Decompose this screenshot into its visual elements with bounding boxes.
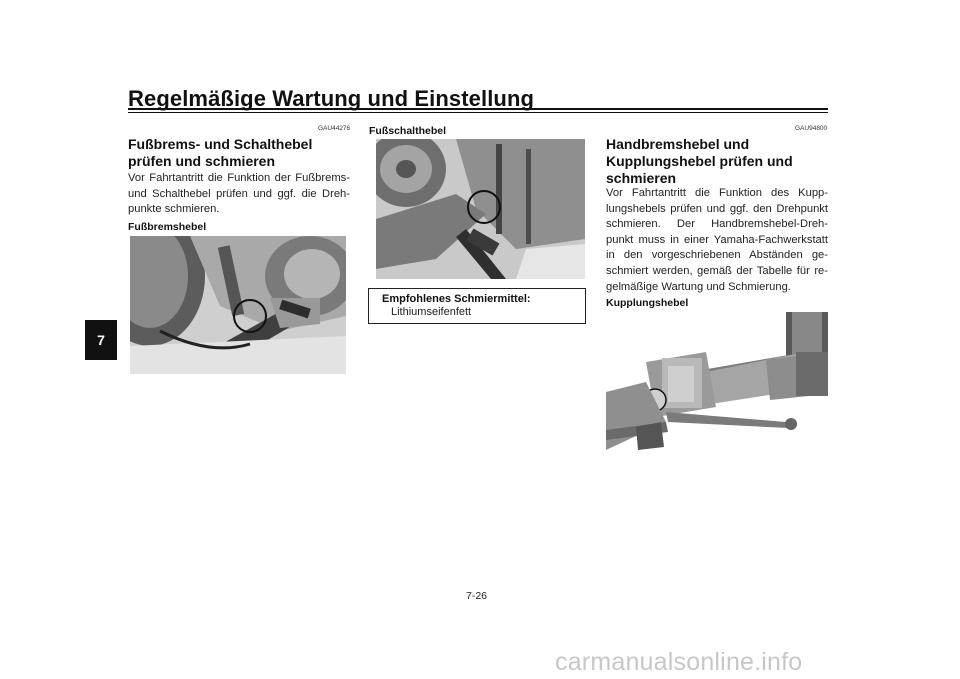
clutch-lever-photo — [606, 312, 828, 450]
lubricant-box: Empfohlenes Schmiermittel: Lithiumseifen… — [368, 288, 586, 324]
heading-line: Fußbrems- und Schalthebel — [128, 136, 313, 152]
section-heading: Fußbrems- und Schalthebel prüfen und sch… — [128, 136, 358, 170]
subheading-clutch-lever: Kupplungshebel — [606, 297, 689, 309]
page-number: 7-26 — [466, 590, 488, 602]
body-line: lungshebels prüfen und ggf. den Drehpunk… — [606, 202, 828, 215]
clutch-lever-illustration — [606, 312, 828, 450]
shift-pedal-photo — [376, 139, 585, 279]
shift-pedal-illustration — [376, 139, 585, 279]
brake-pedal-photo — [130, 236, 346, 374]
heading-line: Handbremshebel und — [606, 136, 750, 152]
section-body: Vor Fahrtantritt die Funktion des Kupp- … — [606, 186, 828, 295]
page-header-title: Regelmäßige Wartung und Einstellung — [128, 86, 535, 111]
watermark-text: carmanualsonline.info — [555, 648, 803, 676]
section-heading: Handbremshebel und Kupplungshebel prüfen… — [606, 136, 836, 187]
heading-line: Kupplungshebel prüfen und — [606, 153, 793, 169]
body-line: schmieren. Der Handbremshebel-Dreh- — [606, 218, 828, 231]
section-code: GAU94800 — [795, 125, 828, 132]
body-line: in den vorgeschriebenen Abständen ge- — [606, 249, 828, 262]
body-line: Vor Fahrtantritt die Funktion der Fußbre… — [128, 172, 350, 184]
body-line: schmiert werden, gemäß der Tabelle für r… — [606, 264, 828, 277]
lubricant-value: Lithiumseifenfett — [391, 306, 472, 318]
body-line: gelmäßige Wartung und Schmierung. — [606, 280, 791, 293]
chapter-tab: 7 — [85, 320, 117, 360]
header-rule-thin — [128, 112, 828, 113]
heading-line: prüfen und schmieren — [128, 153, 276, 169]
lubricant-title: Empfohlenes Schmiermittel: — [382, 293, 531, 305]
brake-pedal-illustration — [130, 236, 346, 374]
heading-line: schmieren — [606, 170, 677, 186]
subheading-brake-pedal: Fußbremshebel — [128, 221, 207, 233]
subheading-shift-pedal: Fußschalthebel — [369, 125, 447, 137]
header-rule — [128, 108, 828, 110]
section-body: Vor Fahrtantritt die Funktion der Fußbre… — [128, 171, 350, 218]
body-line: und Schalthebel prüfen und ggf. die Dreh… — [128, 187, 350, 200]
section-code: GAU44276 — [318, 125, 351, 132]
body-line: Vor Fahrtantritt die Funktion des Kupp- — [606, 187, 828, 199]
body-line: punkte schmieren. — [128, 203, 220, 216]
body-line: punkt muss in einer Yamaha-Fachwerkstatt — [606, 233, 828, 246]
